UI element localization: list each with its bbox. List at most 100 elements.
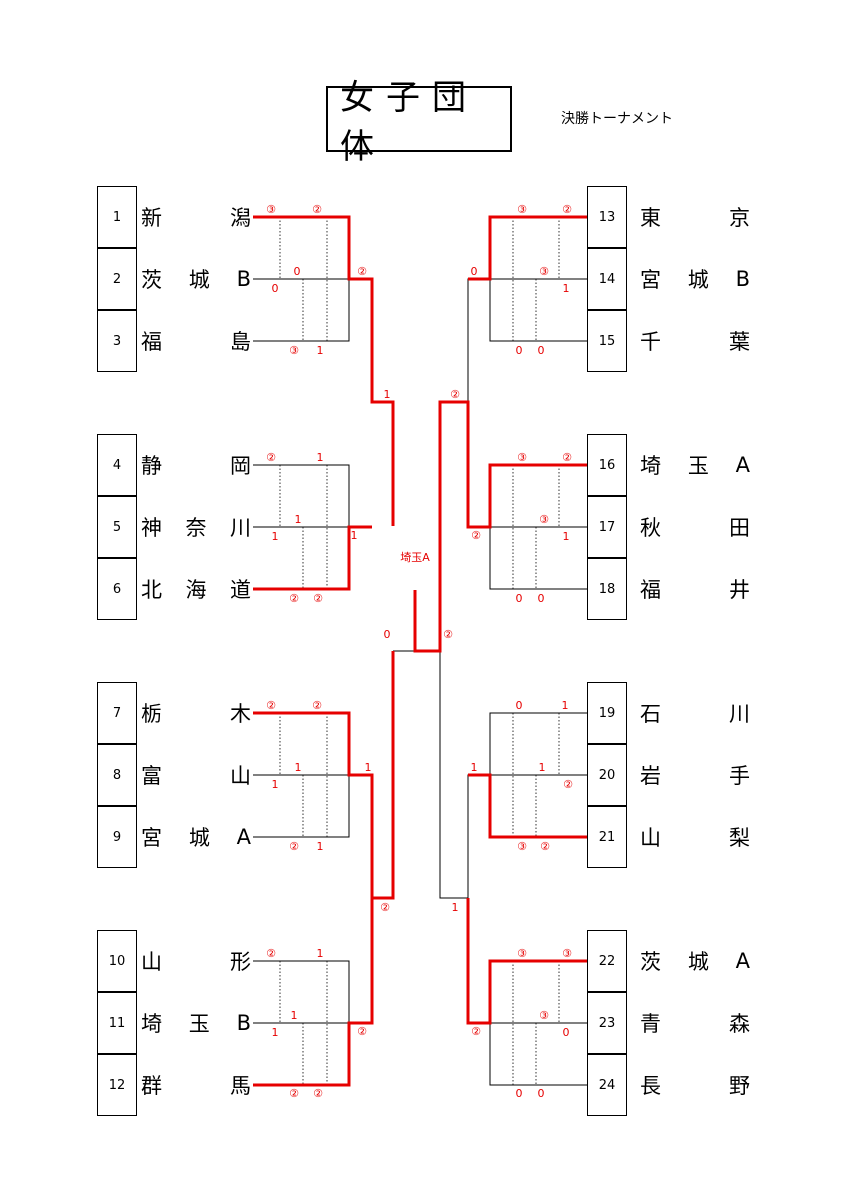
seed-number: 24 (587, 1054, 627, 1116)
winner-line (253, 651, 395, 900)
score-label: 1 (272, 1026, 279, 1039)
winner-line (413, 400, 587, 653)
score-label: 1 (351, 529, 358, 542)
score-label: ② (471, 529, 481, 542)
bracket-line (467, 898, 587, 1086)
score-label: 1 (471, 761, 478, 774)
score-label: ③ (517, 840, 527, 853)
seed-number: 22 (587, 930, 627, 992)
team-name: 山梨 (640, 806, 750, 868)
score-label: 0 (538, 1087, 545, 1100)
score-label: ② (357, 265, 367, 278)
score-label: ② (266, 699, 276, 712)
score-label: 1 (272, 530, 279, 543)
score-label: ② (289, 1087, 299, 1100)
page-subtitle: 決勝トーナメント (561, 111, 673, 127)
team-name: 富山 (141, 744, 251, 806)
seed-number: 5 (97, 496, 137, 558)
winner-line (253, 525, 372, 591)
score-label: ② (443, 628, 453, 641)
bracket-line (467, 217, 587, 402)
score-label: 0 (538, 344, 545, 357)
team-name-char: 城 (188, 826, 210, 850)
team-name-char: A (236, 825, 251, 849)
score-label: 1 (295, 513, 302, 526)
team-name-char: 秋 (640, 516, 661, 540)
score-label: 1 (272, 778, 279, 791)
score-label: 1 (384, 388, 391, 401)
score-label: ③ (562, 947, 572, 960)
team-name-char: 福 (640, 578, 661, 602)
score-label: ② (266, 451, 276, 464)
score-label: ② (313, 592, 323, 605)
team-name-char: A (735, 949, 750, 973)
score-label: ③ (517, 203, 527, 216)
team-name: 岩手 (640, 744, 750, 806)
score-label: 1 (365, 761, 372, 774)
score-label: 0 (294, 265, 301, 278)
winner-lines (253, 215, 587, 1087)
team-name-char: 川 (729, 702, 750, 726)
team-name-char: 葉 (729, 330, 750, 354)
score-label: 1 (317, 947, 324, 960)
score-label: ③ (539, 513, 549, 526)
team-name: 北海道 (141, 558, 251, 620)
team-name-char: 宮 (640, 268, 661, 292)
score-label: ② (312, 203, 322, 216)
team-name: 東京 (640, 186, 750, 248)
seed-number: 10 (97, 930, 137, 992)
team-name-char: 千 (640, 330, 661, 354)
seed-number: 9 (97, 806, 137, 868)
bracket-line (253, 650, 415, 899)
seed-number: 17 (587, 496, 627, 558)
team-name-char: 埼 (141, 1012, 162, 1036)
team-name-char: 井 (729, 578, 750, 602)
team-name: 群馬 (141, 1054, 251, 1116)
seed-number: 6 (97, 558, 137, 620)
team-name-char: B (236, 267, 251, 291)
team-name: 福井 (640, 558, 750, 620)
team-name-char: B (735, 267, 750, 291)
team-name-char: 奈 (185, 516, 207, 540)
seed-number: 18 (587, 558, 627, 620)
team-name-char: 岡 (230, 454, 251, 478)
team-name-char: 岩 (640, 764, 661, 788)
team-name-char: 茨 (141, 268, 162, 292)
seed-number: 16 (587, 434, 627, 496)
score-label: ② (357, 1025, 367, 1038)
team-name-char: 潟 (230, 206, 251, 230)
seed-number: 12 (97, 1054, 137, 1116)
score-label: 1 (291, 1009, 298, 1022)
team-name-char: 青 (640, 1012, 661, 1036)
score-label: ③ (539, 265, 549, 278)
seed-number: 7 (97, 682, 137, 744)
team-name-char: 東 (640, 206, 661, 230)
team-name-char: 玉 (188, 1012, 210, 1036)
team-name: 栃木 (141, 682, 251, 744)
seed-number: 19 (587, 682, 627, 744)
score-label: 1 (295, 761, 302, 774)
team-name-char: 城 (188, 268, 210, 292)
team-name-char: 野 (729, 1074, 750, 1098)
score-label: ② (289, 840, 299, 853)
seed-number: 23 (587, 992, 627, 1054)
winner-line (466, 898, 587, 1025)
team-name-char: B (236, 1011, 251, 1035)
team-name-char: 島 (230, 330, 251, 354)
team-name-char: 栃 (141, 702, 162, 726)
team-name-char: 形 (230, 950, 251, 974)
team-name: 新潟 (141, 186, 251, 248)
seed-number: 21 (587, 806, 627, 868)
score-label: 1 (452, 901, 459, 914)
team-name-char: 山 (230, 764, 251, 788)
team-name-char: 京 (729, 206, 750, 230)
score-label: 0 (563, 1026, 570, 1039)
team-name-char: 福 (141, 330, 162, 354)
score-label: ② (450, 388, 460, 401)
seed-number: 1 (97, 186, 137, 248)
team-name-char: 田 (729, 516, 750, 540)
